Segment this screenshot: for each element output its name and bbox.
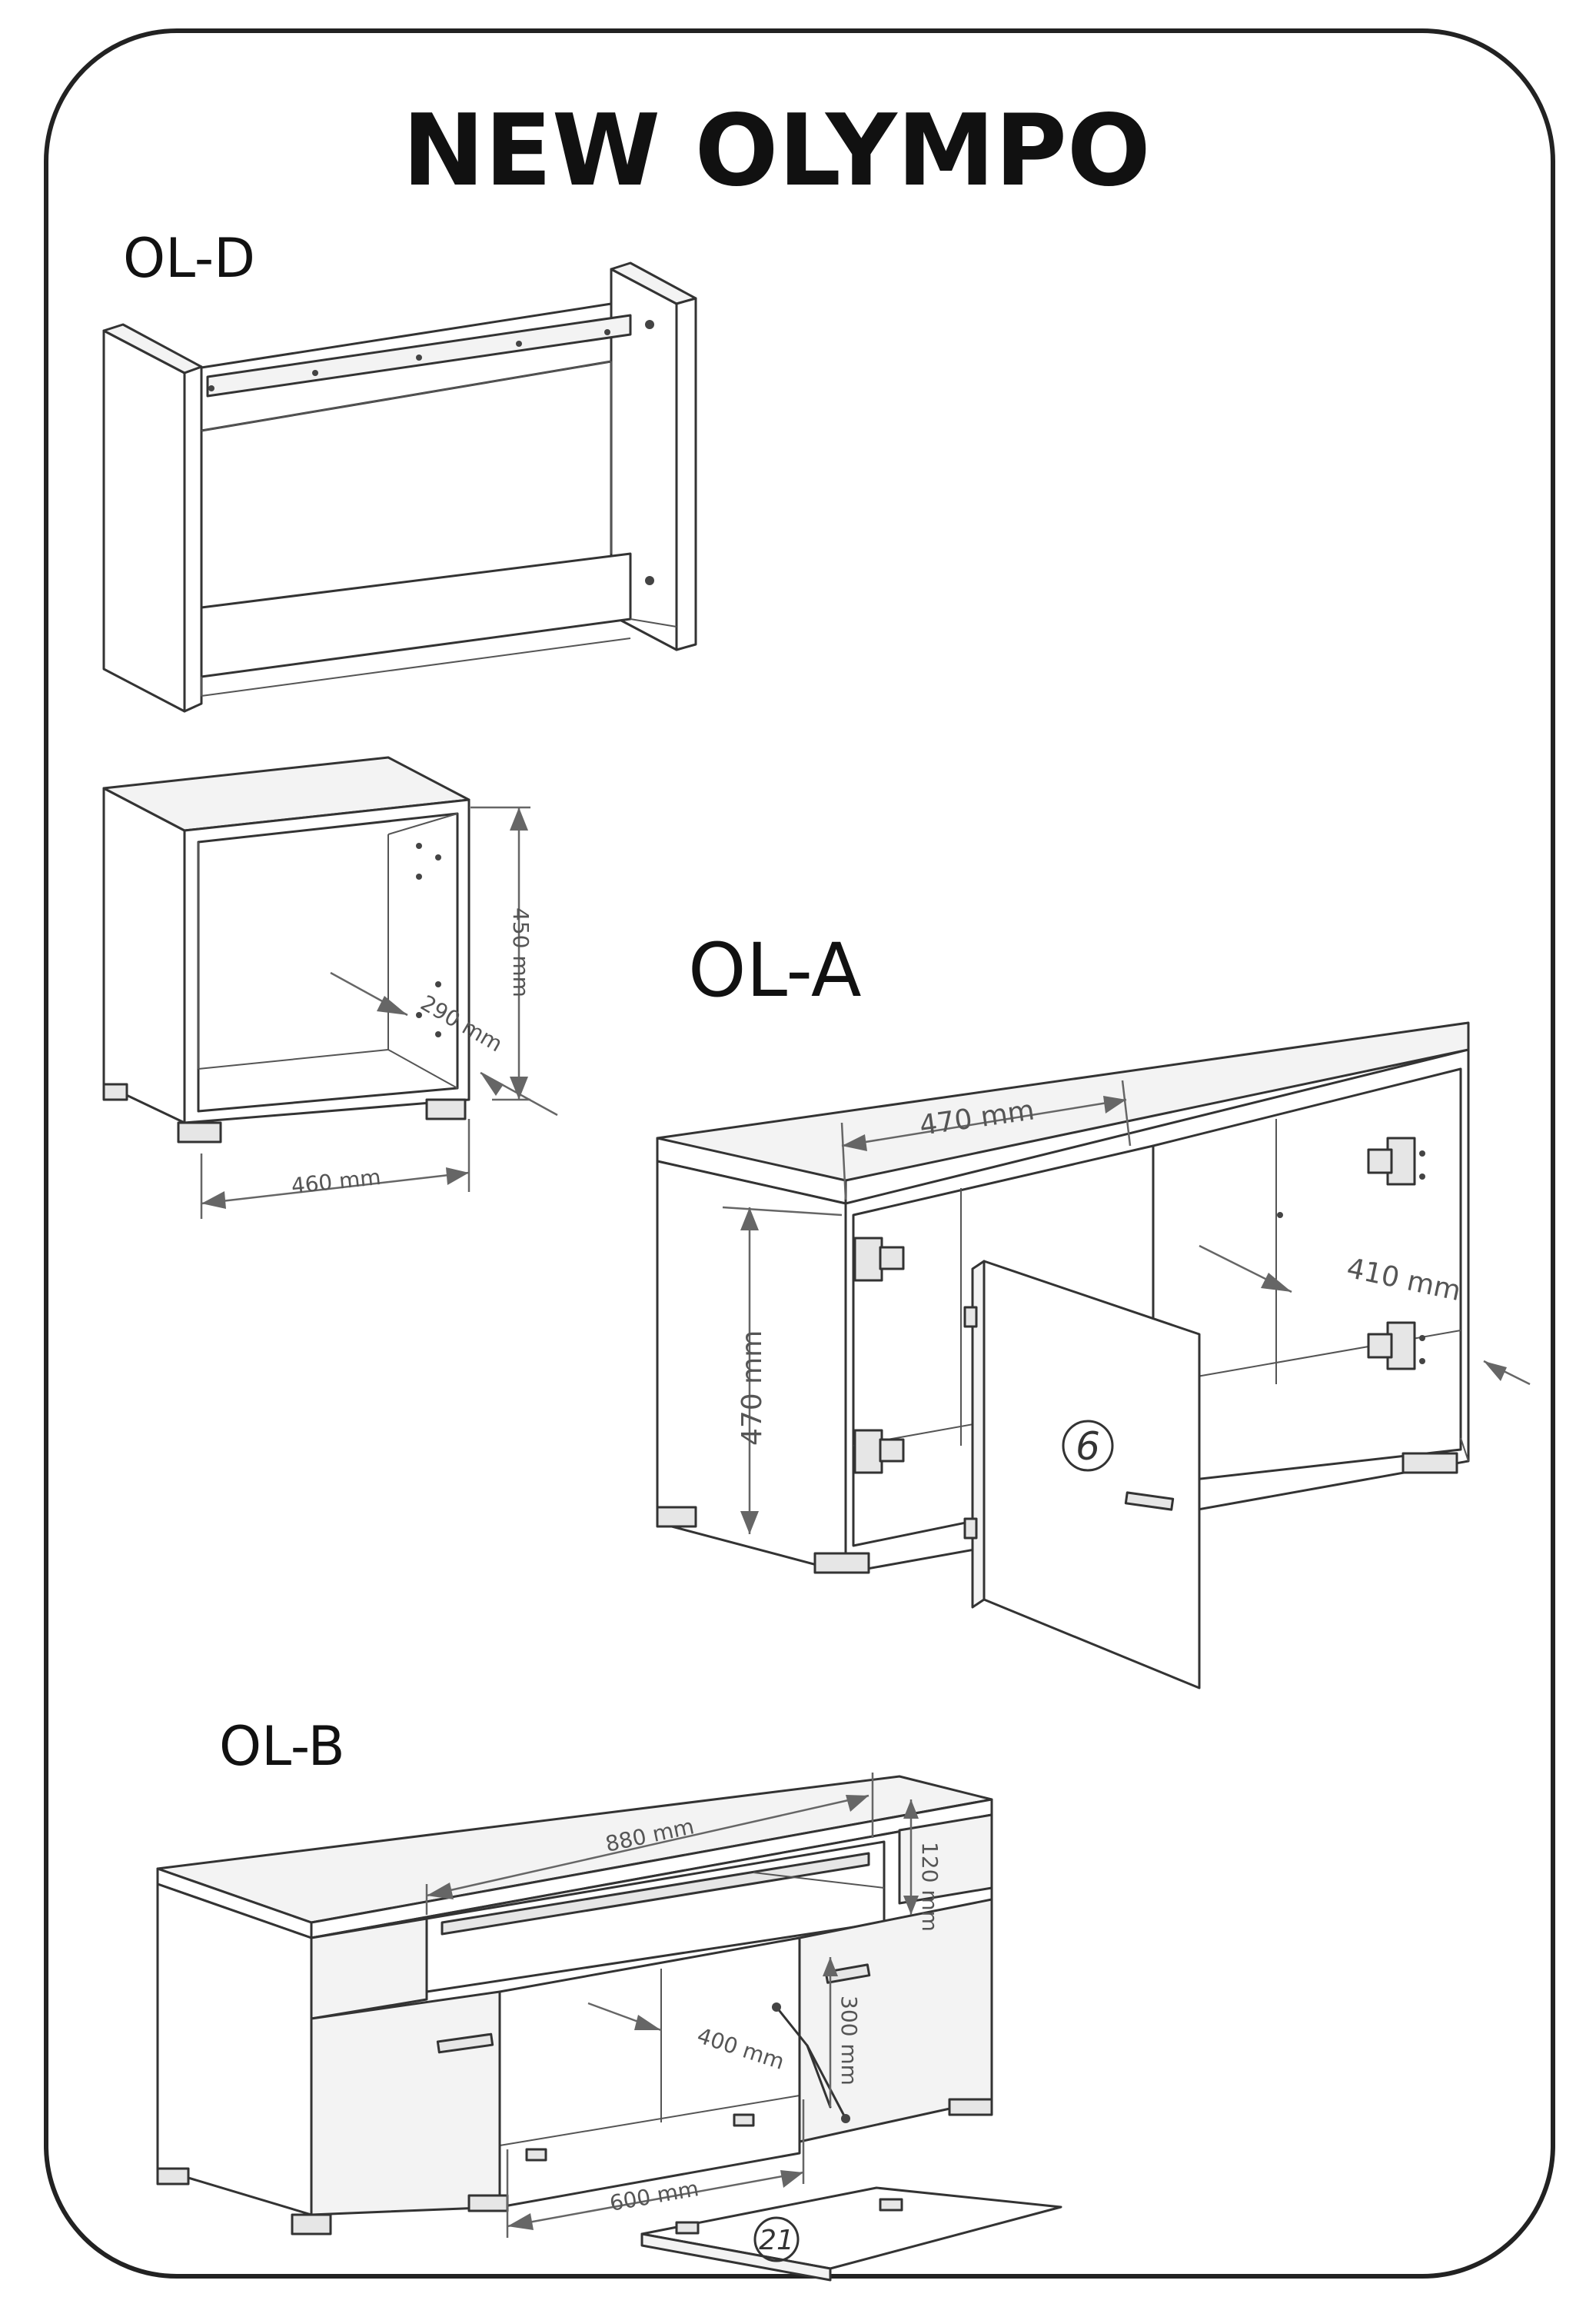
ol-b-flap-part-number: 21 [759, 2225, 794, 2256]
page-frame [44, 28, 1555, 2279]
ol-d-frame-drawing [102, 261, 697, 713]
model-label-ol-b: OL-B [219, 1715, 345, 1778]
ol-d-lower-height-label: 450 mm [508, 907, 534, 997]
ol-b-top-height-label: 120 mm [917, 1842, 943, 1932]
model-label-ol-d: OL-D [123, 227, 255, 290]
ol-a-cabinet-drawing: 6 470 mm 470 mm 410 mm [656, 1021, 1531, 1689]
ol-b-inner-height-label: 300 mm [836, 1996, 862, 2086]
ol-b-tv-unit-drawing: 21 880 mm 120 mm 400 mm 300 mm 600 mm [156, 1773, 1062, 2282]
ol-a-door-part-number: 6 [1076, 1424, 1100, 1469]
ol-d-lower-width-label: 460 mm [290, 1164, 382, 1199]
page-title: NEW OLYMPO [402, 94, 1150, 208]
ol-a-height-label: 470 mm [736, 1330, 768, 1446]
ol-d-lower-cabinet-drawing: 450 mm 290 mm 460 mm [102, 756, 558, 1219]
model-label-ol-a: OL-A [688, 927, 862, 1014]
